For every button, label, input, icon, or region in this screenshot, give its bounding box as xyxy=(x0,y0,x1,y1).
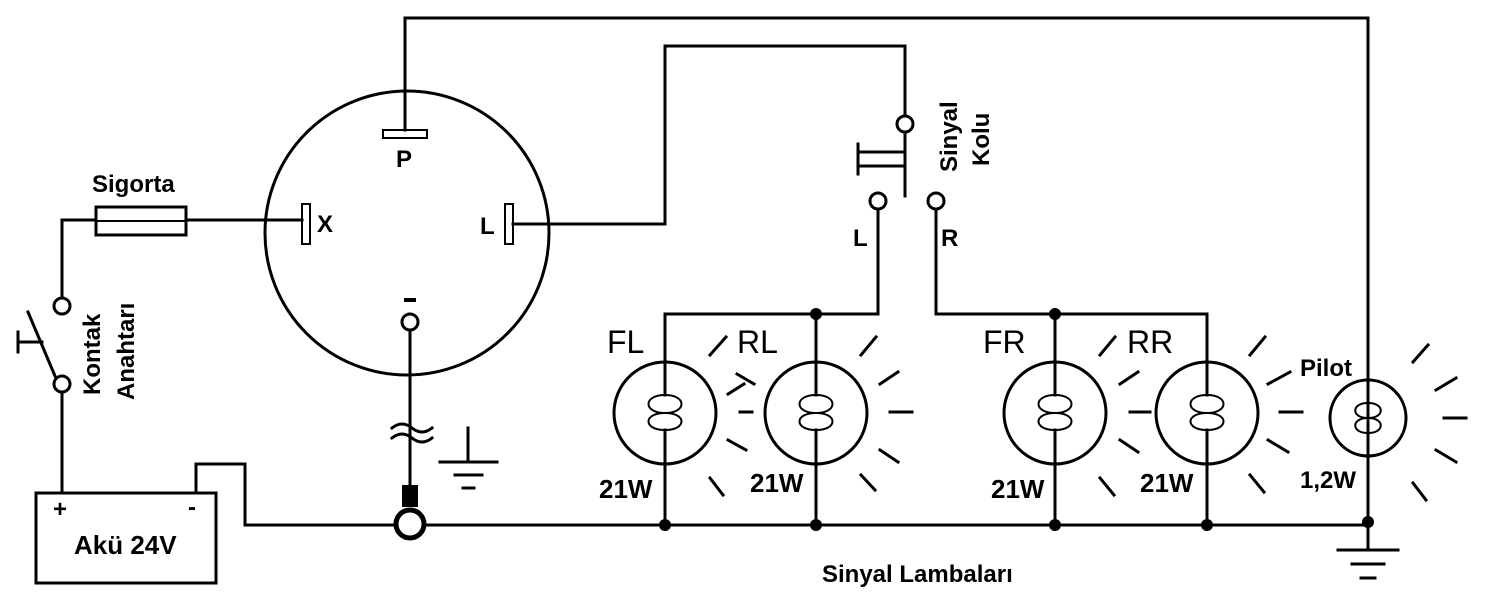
terminal-l: L xyxy=(480,203,514,245)
lamp-fl-name: FL xyxy=(607,324,644,360)
terminal-p: P xyxy=(382,129,428,173)
wire-fuse-to-switch xyxy=(60,218,98,300)
terminal-p-label: P xyxy=(396,146,412,173)
ignition-switch-label-2: Anahtarı xyxy=(113,303,140,400)
battery: + - Akü 24V xyxy=(34,491,218,585)
battery-plus: + xyxy=(53,496,67,523)
battery-label: Akü 24V xyxy=(74,530,177,560)
ground-symbol-right xyxy=(1336,548,1400,580)
wire-p-to-pilot xyxy=(403,16,1370,522)
lamp-rr-power: 21W xyxy=(1140,468,1194,498)
lamp-rl-power: 21W xyxy=(750,468,804,498)
terminal-x-label: X xyxy=(317,211,333,238)
battery-minus: - xyxy=(188,494,196,521)
fuse: Sigorta xyxy=(92,171,188,237)
footer-label: Sinyal Lambaları xyxy=(822,561,1013,588)
lamp-fr: FR 21W xyxy=(983,324,1108,504)
wire-battery-minus xyxy=(194,462,1370,527)
terminal-minus-label: - xyxy=(404,294,405,296)
ignition-switch-label-1: Kontak xyxy=(79,313,106,395)
signal-switch-label-2: Kolu xyxy=(968,113,995,166)
signal-switch-label-1: Sinyal xyxy=(936,101,963,172)
signal-right-label: R xyxy=(941,225,958,252)
light-rays xyxy=(707,334,1468,503)
wire-left-lamps xyxy=(663,207,880,372)
lamp-fl-power: 21W xyxy=(599,474,653,504)
lamp-fl: FL 21W xyxy=(599,324,718,504)
signal-switch: L R Sinyal Kolu xyxy=(853,101,995,252)
lamp-fr-name: FR xyxy=(983,324,1026,360)
lamp-pilot-power: 1,2W xyxy=(1300,467,1356,494)
ground-lug xyxy=(393,485,427,541)
flasher-unit xyxy=(263,89,551,377)
lamp-pilot: Pilot 1,2W xyxy=(1300,355,1408,494)
wire-l-to-switch xyxy=(511,44,907,226)
lamp-rr-name: RR xyxy=(1127,324,1173,360)
lamp-rl-name: RL xyxy=(737,324,778,360)
terminal-minus: - xyxy=(400,294,420,332)
ground-symbol-flasher xyxy=(389,422,499,490)
ignition-switch: Kontak Anahtarı xyxy=(16,296,140,400)
lamp-pilot-name: Pilot xyxy=(1300,355,1352,382)
lamp-fr-power: 21W xyxy=(991,474,1045,504)
lamp-rl: RL 21W xyxy=(737,324,869,498)
terminal-x: X xyxy=(301,203,333,245)
wire-right-lamps xyxy=(934,207,1209,372)
lamp-rr: RR 21W xyxy=(1127,324,1260,498)
terminal-l-label: L xyxy=(480,213,495,240)
signal-left-label: L xyxy=(853,225,868,252)
junction-dots xyxy=(659,308,1374,531)
fuse-label: Sigorta xyxy=(92,171,175,198)
